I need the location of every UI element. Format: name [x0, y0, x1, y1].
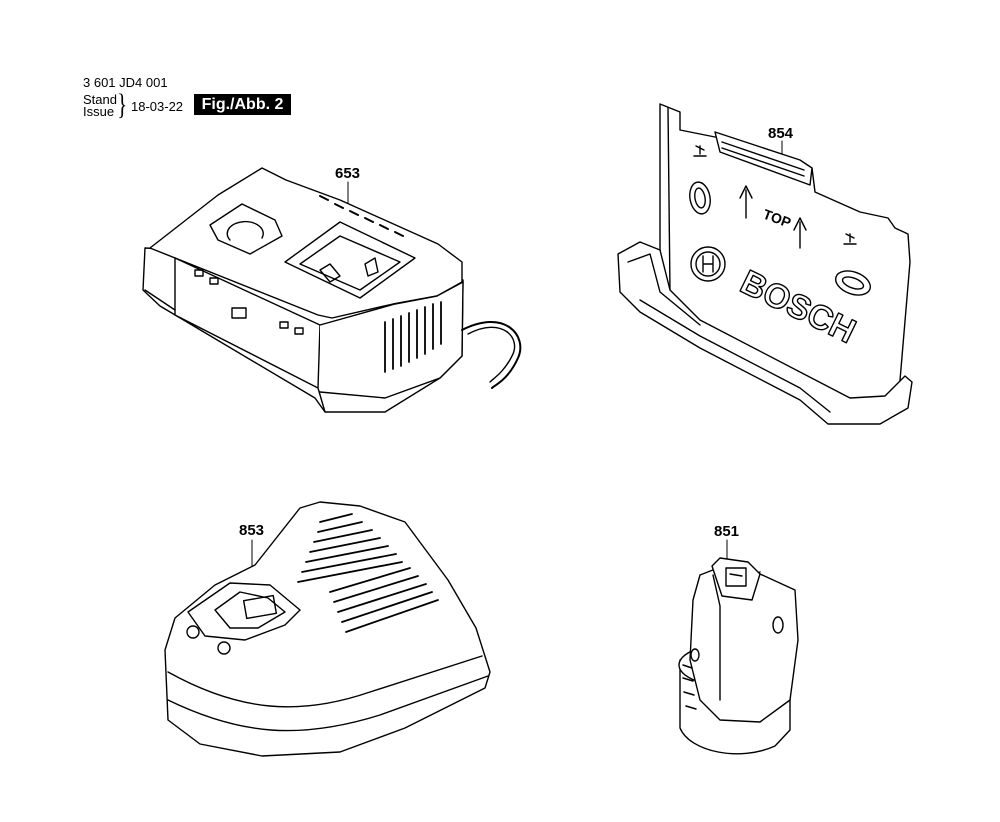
stand-label: Stand	[83, 92, 117, 107]
brace-symbol: }	[117, 88, 128, 121]
charger-653-drawing	[142, 167, 522, 413]
part-label-653: 653	[335, 165, 361, 182]
issue-date: 18-03-22	[131, 99, 184, 114]
part-label-851: 851	[714, 523, 740, 540]
figure-badge: Fig./Abb. 2	[194, 94, 291, 115]
battery-851-drawing	[678, 539, 799, 755]
part-label-854: 854	[768, 125, 794, 142]
issue-label: Issue	[83, 104, 115, 119]
part-label-853: 853	[239, 522, 265, 539]
bracket-854-drawing	[617, 103, 913, 425]
charger-853-drawing	[164, 501, 491, 757]
part-number: 3 601 JD4 001	[83, 75, 168, 90]
